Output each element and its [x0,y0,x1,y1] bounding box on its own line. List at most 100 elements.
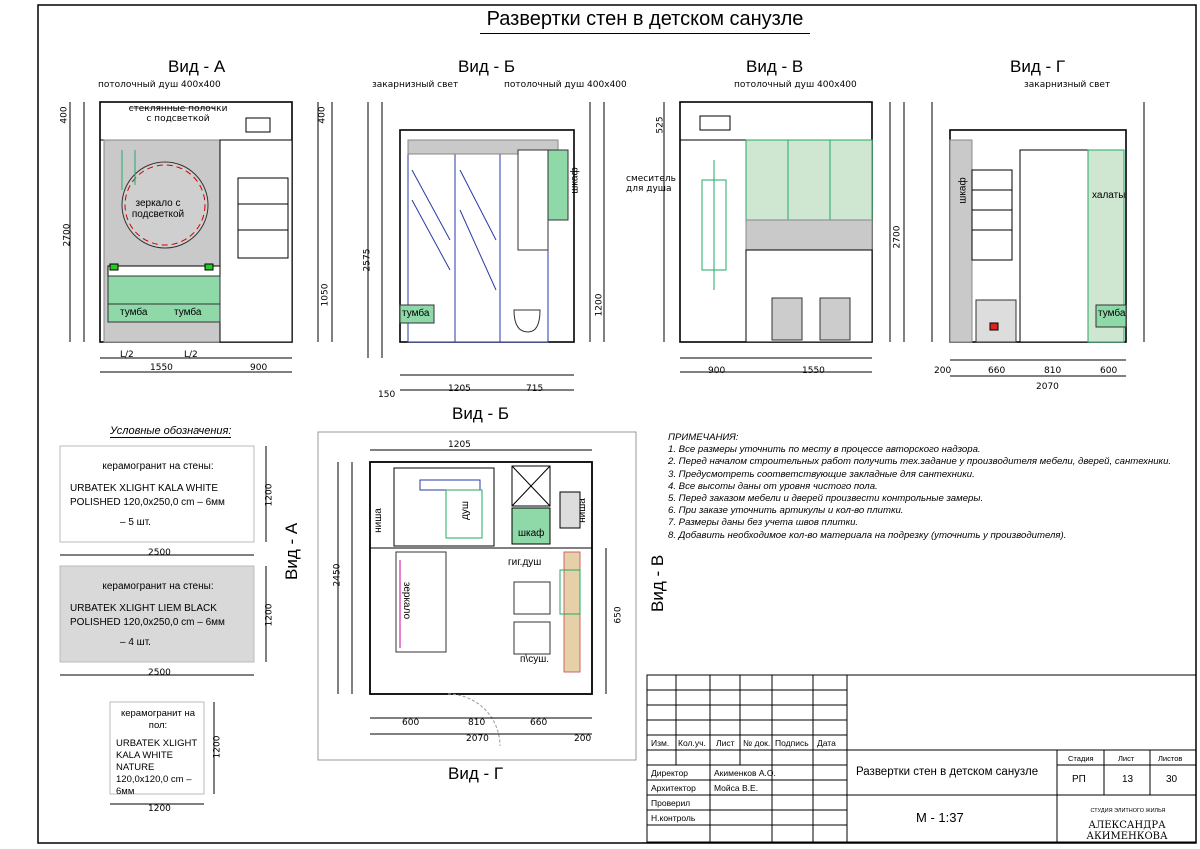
label-gig-dush: гиг.душ [508,557,542,568]
legend-item-2-body: URBATEK XLIGHT LIEM BLACK POLISHED 120,0… [70,603,225,628]
note-8: 8. Добавить необходимое кол-во материала… [668,529,1067,541]
note-6: 6. При заказе уточнить артикулы и кол-во… [668,505,904,517]
view-g-elevation [931,102,1145,377]
view-a-elevation [69,101,333,373]
note-7: 7. Размеры даны без учета швов плитки. [668,517,859,529]
dim-plan-200: 200 [574,734,592,744]
legend-item-1-h: 1200 [264,483,275,507]
notes-title: ПРИМЕЧАНИЯ: [668,432,739,443]
label-tumba-1: тумба [120,307,148,318]
legend-swatches [59,445,267,805]
stamp-col-izm: Изм. [651,738,670,748]
note-2: 2. Перед началом строительных работ полу… [668,456,1172,468]
label-tumba-g: тумба [1098,308,1126,319]
label-dush-plan: душ [459,501,471,520]
stamp-name-director: Акименков А.О. [714,768,776,778]
callout-ceiling-shower-b: потолочный душ 400х400 [504,80,627,90]
callout-cornice-light-b: закарнизный свет [372,80,459,90]
label-tumba-b: тумба [402,308,430,319]
note-4: 4. Все высоты даны от уровня чистого пол… [668,480,878,492]
view-label-v: Вид - В [746,57,804,76]
dim-v-1550: 1550 [802,366,825,376]
dim-a-half-1: L/2 [120,350,134,360]
view-label-g: Вид - Г [1010,57,1066,76]
sheet-title: Развертки стен в детском санузле [480,8,810,34]
dim-g-2070: 2070 [1036,382,1059,392]
label-khalaty: халаты [1092,190,1126,201]
stamp-stage-header: Стадия [1068,754,1094,763]
note-3: 3. Предусмотреть соответствующие закладн… [668,468,975,480]
dim-v-2700: 2700 [892,225,903,249]
view-v-elevation [663,101,905,373]
stamp-col-koluch: Кол.уч. [678,738,706,748]
view-label-b-plan: Вид - Б [452,404,510,423]
label-zerkalo-plan: зеркало [401,581,413,620]
legend-item-2-w: 2500 [148,668,171,678]
stamp-role-architect: Архитектор [651,783,696,793]
dim-b-1200: 1200 [594,293,605,317]
dim-v-525: 525 [655,116,666,134]
dim-plan-660: 660 [530,718,548,728]
stamp-col-list: Лист [716,738,735,748]
stamp-role-ncontrol: Н.контроль [651,813,696,823]
dim-b-2575: 2575 [362,248,373,272]
callout-glass-shelves: стеклянные полочки с подсветкой [128,104,228,124]
dim-a-1: 1550 [150,363,173,373]
label-nisha-left: ниша [372,508,384,533]
callout-ceiling-shower-v: потолочный душ 400х400 [734,80,857,90]
dim-plan-2070: 2070 [466,734,489,744]
callout-mixer: смеситель для душа [626,174,676,194]
stamp-sheet-header: Лист [1118,754,1135,763]
stamp-stage: РП [1072,774,1086,785]
note-1: 1. Все размеры уточнить по месту в проце… [668,444,981,456]
stamp-sheets: 30 [1166,774,1178,785]
notes-block: ПРИМЕЧАНИЯ: 1. Все размеры уточнить по м… [668,432,1188,542]
stamp-studio-small: СТУДИЯ ЭЛИТНОГО ЖИЛЬЯ [1090,808,1166,814]
label-tumba-2: тумба [174,307,202,318]
view-b-elevation [367,102,605,391]
stamp-col-sign: Подпись [775,738,809,748]
legend-item-1-qty: – 5 шт. [120,517,151,528]
dim-plan-1205: 1205 [448,440,471,450]
dim-plan-600: 600 [402,718,420,728]
callout-mirror: зеркало с подсветкой [131,198,185,220]
view-label-g-plan: Вид - Г [448,764,504,783]
stamp-studio-name: АЛЕКСАНДРА АКИМЕНКОВА [1086,820,1168,842]
label-p-sush: п\суш. [520,654,549,665]
legend-item-3-w: 1200 [148,804,171,814]
stamp-name-architect: Мойса В.Е. [714,783,759,793]
stamp-col-date: Дата [817,738,836,748]
legend-item-2: керамогранит на стены: URBATEK XLIGHT LI… [70,580,246,650]
legend-item-1: керамогранит на стены: URBATEK XLIGHT KA… [70,460,246,530]
label-shkaf-b: шкаф [569,167,581,194]
legend-item-1-body: URBATEK XLIGHT KALA WHITE POLISHED 120,0… [70,483,225,508]
legend-item-1-head: керамогранит на стены: [102,461,214,472]
view-label-b: Вид - Б [458,57,516,76]
dim-b-1205: 1205 [448,384,471,394]
legend-item-3: керамогранит на пол: URBATEK XLIGHT KALA… [116,708,200,798]
callout-cornice-light-g: закарнизный свет [1024,80,1111,90]
dim-a-2: 900 [250,363,268,373]
legend-item-2-head: керамогранит на стены: [102,581,214,592]
dim-a-left-2700: 2700 [62,223,73,247]
legend-item-2-qty: – 4 шт. [120,637,151,648]
dim-g-660: 660 [988,366,1006,376]
legend-item-3-h: 1200 [212,735,223,759]
dim-g-600: 600 [1100,366,1118,376]
dim-a-right-1050: 1050 [320,283,331,307]
dim-g-200: 200 [934,366,952,376]
stamp-sheet: 13 [1122,774,1134,785]
stamp-role-checked: Проверил [651,798,691,808]
stamp-role-director: Директор [651,768,689,778]
dim-plan-2450: 2450 [332,563,343,587]
dim-v-900: 900 [708,366,726,376]
legend-item-3-head: керамогранит на пол: [120,708,196,731]
title-block [646,674,1197,843]
stamp-scale: М - 1:37 [916,810,964,825]
dim-a-left-400: 400 [59,106,70,124]
note-5: 5. Перед заказом мебели и дверей произве… [668,493,984,505]
dim-plan-810: 810 [468,718,486,728]
view-label-a: Вид - А [168,57,226,76]
view-label-v-side: Вид - В [648,554,667,612]
